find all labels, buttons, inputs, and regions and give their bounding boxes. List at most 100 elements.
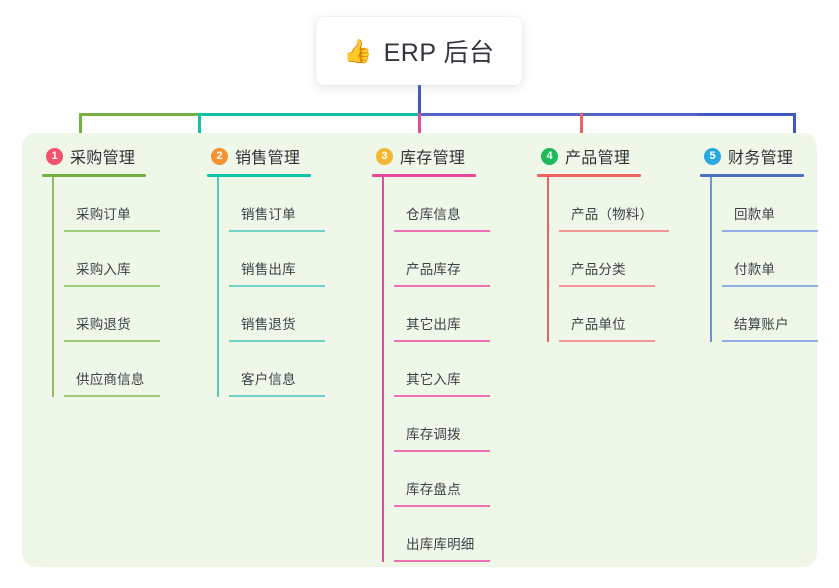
list-item[interactable]: 出库库明细 [394, 507, 522, 562]
leaf-label: 回款单 [734, 207, 776, 222]
leaf-label: 产品（物料） [571, 207, 654, 222]
column-badge-3: 3 [376, 147, 393, 165]
leaf-rule [722, 340, 818, 342]
leaf-label: 库存调拨 [406, 427, 461, 442]
leaf-rule [64, 340, 160, 342]
list-item[interactable]: 销售出库 [229, 232, 357, 287]
leaf-rule [722, 230, 818, 232]
bus-segment-blue [418, 113, 698, 116]
drop-connector-5 [793, 113, 796, 150]
leaf-rule [722, 285, 818, 287]
column-finance: 5 财务管理 回款单 付款单 结算账户 [700, 145, 839, 342]
leaf-rule [559, 285, 655, 287]
list-item[interactable]: 产品库存 [394, 232, 522, 287]
column-rule-1 [42, 174, 146, 177]
column-header-5[interactable]: 5 财务管理 [700, 145, 839, 167]
list-item[interactable]: 产品（物料） [559, 177, 697, 232]
list-item[interactable]: 库存调拨 [394, 397, 522, 452]
leaf-label: 出库库明细 [406, 537, 475, 552]
list-item[interactable]: 其它出库 [394, 287, 522, 342]
list-item[interactable]: 其它入库 [394, 342, 522, 397]
leaf-label: 采购订单 [76, 207, 131, 222]
list-item[interactable]: 供应商信息 [64, 342, 192, 397]
leaf-rule [229, 285, 325, 287]
leaf-label: 结算账户 [734, 317, 789, 332]
leaf-rule [559, 230, 669, 232]
column-title-2: 销售管理 [235, 150, 301, 167]
column-badge-4: 4 [541, 147, 558, 165]
drop-connector-1 [79, 113, 82, 150]
list-item[interactable]: 回款单 [722, 177, 839, 232]
column-purchasing: 1 采购管理 采购订单 采购入库 采购退货 供应商信息 [42, 145, 192, 397]
leaf-label: 库存盘点 [406, 482, 461, 497]
list-item[interactable]: 付款单 [722, 232, 839, 287]
column-spine-3 [382, 177, 384, 562]
leaf-rule [559, 340, 655, 342]
leaf-label: 客户信息 [241, 372, 296, 387]
list-item[interactable]: 仓库信息 [394, 177, 522, 232]
column-spine-1 [52, 177, 54, 397]
list-item[interactable]: 产品单位 [559, 287, 697, 342]
column-title-5: 财务管理 [728, 150, 794, 167]
leaf-rule [229, 395, 325, 397]
leaf-label: 产品分类 [571, 262, 626, 277]
leaf-label: 销售退货 [241, 317, 296, 332]
root-title: ERP 后台 [383, 39, 495, 67]
leaf-label: 供应商信息 [76, 372, 145, 387]
diagram-panel [22, 133, 817, 567]
leaf-label: 销售出库 [241, 262, 296, 277]
column-badge-2: 2 [211, 147, 228, 165]
bus-segment-blue-right [697, 113, 796, 116]
drop-connector-2 [198, 113, 201, 150]
drop-connector-3 [418, 113, 421, 150]
leaf-rule [229, 340, 325, 342]
list-item[interactable]: 采购退货 [64, 287, 192, 342]
list-item[interactable]: 结算账户 [722, 287, 839, 342]
leaf-rule [229, 230, 325, 232]
list-item[interactable]: 库存盘点 [394, 452, 522, 507]
leaf-rule [394, 560, 490, 562]
leaf-label: 其它出库 [406, 317, 461, 332]
list-item[interactable]: 销售订单 [229, 177, 357, 232]
column-title-3: 库存管理 [400, 150, 466, 167]
column-product: 4 产品管理 产品（物料） 产品分类 产品单位 [537, 145, 697, 342]
column-header-4[interactable]: 4 产品管理 [537, 145, 697, 167]
leaf-label: 采购入库 [76, 262, 131, 277]
column-inventory: 3 库存管理 仓库信息 产品库存 其它出库 其它入库 库存调拨 库存盘点 [372, 145, 522, 562]
column-badge-1: 1 [46, 147, 63, 165]
leaf-rule [394, 285, 490, 287]
leaf-label: 采购退货 [76, 317, 131, 332]
column-rule-5 [700, 174, 804, 177]
root-node-card[interactable]: 👍 ERP 后台 [316, 17, 522, 85]
list-item[interactable]: 产品分类 [559, 232, 697, 287]
leaf-rule [394, 450, 490, 452]
leaf-label: 销售订单 [241, 207, 296, 222]
list-item[interactable]: 采购入库 [64, 232, 192, 287]
list-item[interactable]: 销售退货 [229, 287, 357, 342]
thumbs-up-icon: 👍 [343, 37, 373, 64]
column-header-1[interactable]: 1 采购管理 [42, 145, 192, 167]
column-title-1: 采购管理 [70, 150, 136, 167]
bus-segment-teal [198, 113, 419, 116]
leaf-label: 付款单 [734, 262, 776, 277]
column-header-3[interactable]: 3 库存管理 [372, 145, 522, 167]
column-sales: 2 销售管理 销售订单 销售出库 销售退货 客户信息 [207, 145, 357, 397]
column-spine-2 [217, 177, 219, 397]
leaf-label: 产品单位 [571, 317, 626, 332]
leaf-rule [64, 395, 160, 397]
column-spine-5 [710, 177, 712, 342]
column-rule-2 [207, 174, 311, 177]
leaf-rule [394, 340, 490, 342]
column-header-2[interactable]: 2 销售管理 [207, 145, 357, 167]
list-item[interactable]: 客户信息 [229, 342, 357, 397]
column-rule-3 [372, 174, 476, 177]
column-title-4: 产品管理 [565, 150, 631, 167]
leaf-label: 仓库信息 [406, 207, 461, 222]
leaf-label: 其它入库 [406, 372, 461, 387]
column-rule-4 [537, 174, 641, 177]
leaf-label: 产品库存 [406, 262, 461, 277]
leaf-rule [394, 230, 490, 232]
leaf-rule [64, 230, 160, 232]
leaf-rule [64, 285, 160, 287]
list-item[interactable]: 采购订单 [64, 177, 192, 232]
